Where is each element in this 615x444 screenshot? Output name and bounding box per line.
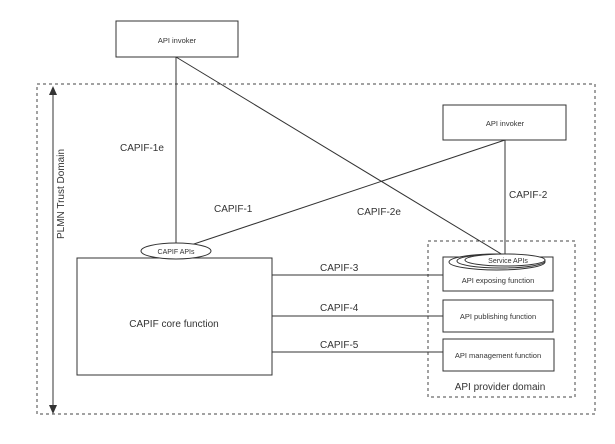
api-management-function-box [442, 338, 555, 372]
capif-1-label: CAPIF-1 [214, 204, 253, 215]
capif-4-label: CAPIF-4 [320, 303, 359, 314]
capif-apis-label: CAPIF APIs [158, 249, 195, 256]
api-publishing-function-label: API publishing function [460, 312, 536, 321]
capif-2e-line [175, 56, 504, 256]
api-invoker-internal-box [442, 104, 567, 141]
capif-apis-ellipse [140, 242, 212, 260]
api-invoker-external-box [115, 20, 239, 58]
plmn-trust-domain-boundary [36, 83, 596, 415]
capif-5-label: CAPIF-5 [320, 340, 359, 351]
capif-core-function-label: CAPIF core function [129, 319, 218, 330]
capif-1e-label: CAPIF-1e [120, 143, 164, 154]
capif-3-label: CAPIF-3 [320, 263, 359, 274]
service-apis-ellipse-front [464, 253, 546, 267]
capif-2e-label: CAPIF-2e [357, 207, 401, 218]
api-invoker-internal-label: API invoker [486, 119, 525, 128]
api-exposing-function-label: API exposing function [462, 276, 535, 285]
api-management-function-label: API management function [455, 351, 541, 360]
api-provider-domain-label: API provider domain [455, 382, 546, 393]
domain-arrow-head-top [49, 86, 57, 95]
capif-core-function-box [76, 257, 273, 376]
service-apis-label: Service APIs [488, 258, 528, 265]
capif-2-label: CAPIF-2 [509, 190, 548, 201]
api-invoker-external-label: API invoker [158, 36, 197, 45]
plmn-trust-domain-label: PLMN Trust Domain [56, 149, 67, 239]
capif-1-line [175, 139, 506, 251]
domain-arrow-head-bottom [49, 405, 57, 414]
api-publishing-function-box [442, 299, 554, 333]
api-provider-domain-boundary [427, 240, 576, 398]
